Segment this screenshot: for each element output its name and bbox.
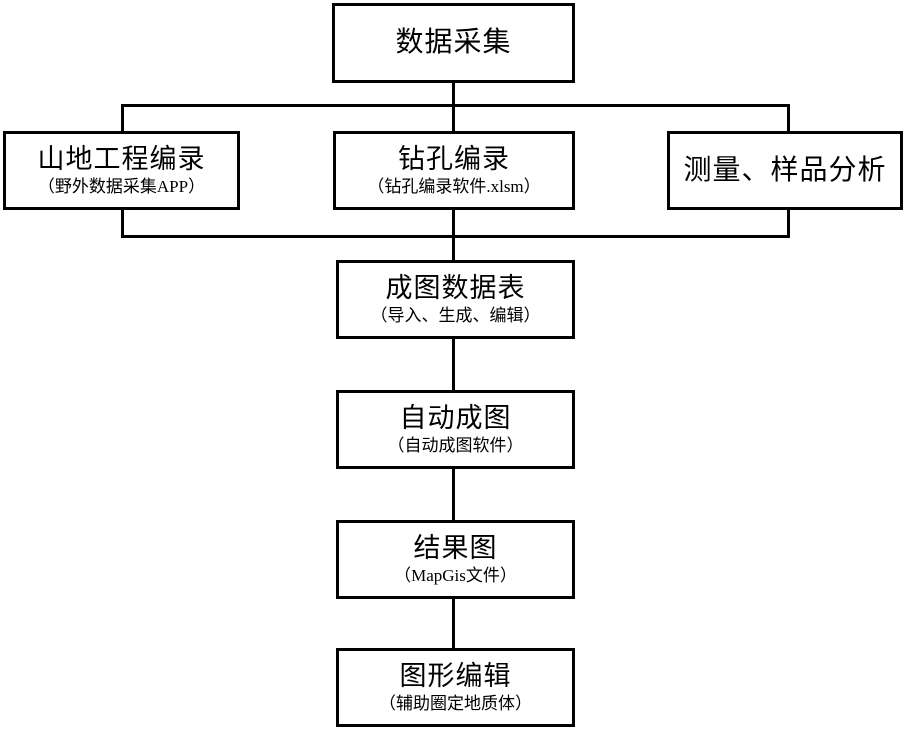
node-title: 结果图: [413, 532, 498, 563]
connector-collection-stem: [452, 82, 455, 107]
connector-result-to-edit: [452, 597, 455, 650]
node-drill-hole-logging[interactable]: 钻孔编录 （钻孔编录软件.xlsm）: [333, 131, 575, 210]
node-mountain-engineering-logging[interactable]: 山地工程编录 （野外数据采集APP）: [3, 131, 240, 210]
connector-table-to-automap: [452, 337, 455, 392]
connector-split-bar: [121, 104, 790, 107]
node-graphic-editing[interactable]: 图形编辑 （辅助圈定地质体）: [336, 648, 575, 727]
connector-split-left: [121, 104, 124, 134]
connector-merge-center: [452, 208, 455, 238]
node-auto-mapping[interactable]: 自动成图 （自动成图软件）: [336, 390, 575, 469]
connector-merge-to-table: [452, 235, 455, 263]
node-title: 自动成图: [399, 402, 512, 433]
node-title: 测量、样品分析: [683, 154, 887, 186]
node-subtitle: （野外数据采集APP）: [37, 177, 206, 197]
node-subtitle: （辅助圈定地质体）: [379, 694, 532, 714]
node-subtitle: （自动成图软件）: [387, 436, 524, 456]
node-subtitle: （MapGis文件）: [394, 566, 517, 586]
connector-automap-to-result: [452, 467, 455, 522]
connector-split-right: [787, 104, 790, 134]
node-title: 成图数据表: [385, 272, 526, 303]
node-data-collection[interactable]: 数据采集: [332, 3, 575, 83]
connector-merge-left: [121, 208, 124, 238]
connector-merge-bar: [121, 235, 790, 238]
node-title: 山地工程编录: [37, 143, 206, 174]
node-survey-sample-analysis[interactable]: 测量、样品分析: [667, 131, 903, 210]
node-mapping-data-table[interactable]: 成图数据表 （导入、生成、编辑）: [336, 260, 575, 339]
connector-merge-right: [787, 208, 790, 238]
node-subtitle: （导入、生成、编辑）: [370, 306, 541, 326]
node-subtitle: （钻孔编录软件.xlsm）: [367, 177, 541, 197]
connector-split-center: [452, 104, 455, 134]
node-title: 钻孔编录: [398, 143, 510, 174]
node-result-map[interactable]: 结果图 （MapGis文件）: [336, 520, 575, 599]
node-title: 图形编辑: [399, 660, 512, 691]
node-title: 数据采集: [395, 27, 512, 59]
